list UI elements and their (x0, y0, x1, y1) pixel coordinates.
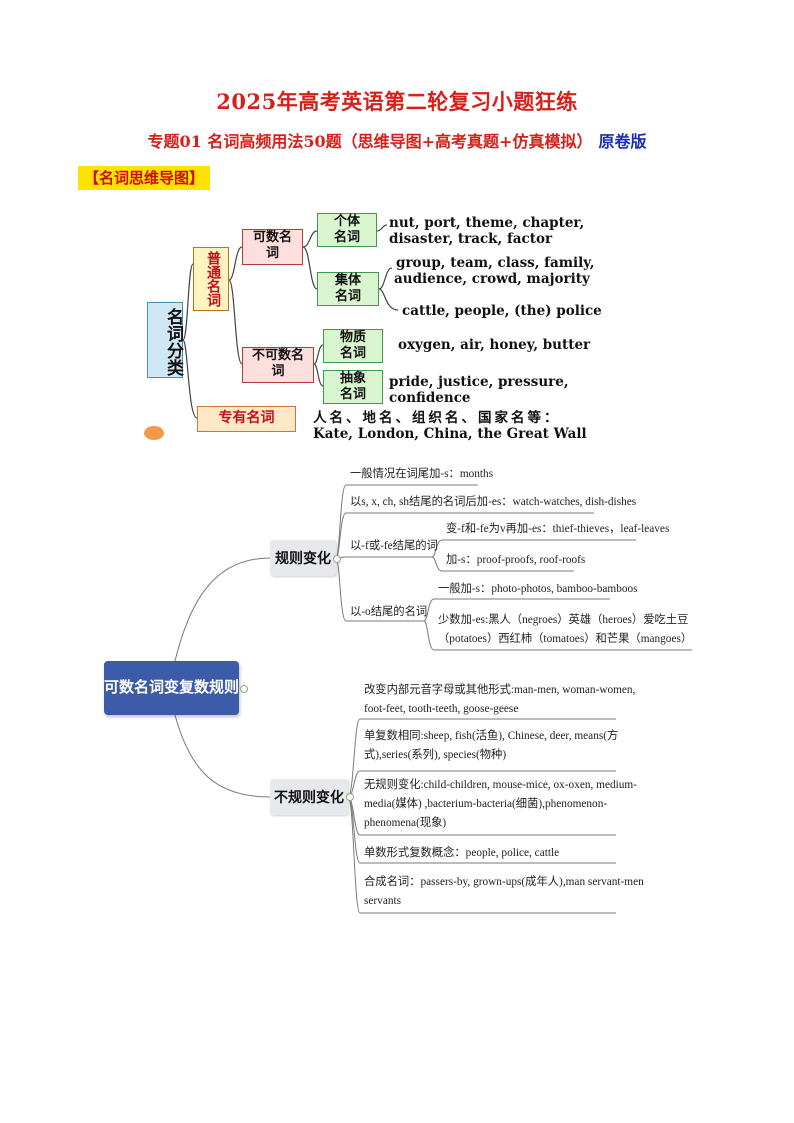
noun-map-connectors (182, 224, 399, 419)
rule-s-x-ch-sh: 以s, x, ch, sh结尾的名词后加-es：watch-watches, d… (350, 496, 637, 508)
abstract-examples-line-2: confidence (389, 390, 471, 406)
page-subtitle: 专题01 名词高频用法50题（思维导图+高考真题+仿真模拟） 原卷版 (0, 128, 794, 152)
rule-compound-line-2: servants (364, 895, 402, 907)
rule-same-form: 单复数相同:sheep, fish(活鱼), Chinese, deer, me… (364, 727, 618, 765)
individual-noun-node: 个体名词 (317, 213, 377, 247)
rule-irregular: 无规则变化:child-children, mouse-mice, ox-oxe… (364, 776, 637, 833)
page-title: 2025年高考英语第二轮复习小题狂练 (216, 89, 578, 114)
abstract-examples-line-1: pride, justice, pressure, (389, 374, 569, 390)
individual-examples-line-2: disaster, track, factor (389, 231, 553, 247)
rule-f-fe-s: 加-s：proof-proofs, roof-roofs (446, 554, 586, 566)
noun-map-root: 名词分类 (147, 302, 183, 378)
irregular-change-node: 不规则变化 (270, 779, 348, 815)
rule-same-form-line-1: 单复数相同:sheep, fish(活鱼), Chinese, deer, me… (364, 730, 619, 742)
proper-noun-node: 专有名词 (197, 406, 296, 432)
rule-o-es-line-1: 少数加-es:黑人（negroes）英雄（heroes）爱吃土豆 (438, 614, 689, 626)
root-expand-handle (240, 685, 248, 693)
rule-vowel-change: 改变内部元音字母或其他形式:man-men, woman-women, foot… (364, 681, 635, 719)
rule-f-fe: 以-f或-fe结尾的词 (350, 540, 438, 552)
rule-irregular-line-3: phenomena(现象) (364, 817, 447, 829)
rule-irregular-line-1: 无规则变化:child-children, mouse-mice, ox-oxe… (364, 779, 637, 791)
rule-vowel-change-line-1: 改变内部元音字母或其他形式:man-men, woman-women, (364, 684, 636, 696)
collective-examples-line-1: group, team, class, family, (396, 255, 595, 271)
rule-f-fe-ves: 变-f和-fe为v再加-es：thief-thieves，leaf-leaves (446, 523, 670, 535)
proper-examples-line-2: Kate, London, China, the Great Wall (313, 426, 587, 442)
regular-change-node: 规则变化 (270, 540, 336, 576)
individual-examples: nut, port, theme, chapter, disaster, tra… (389, 215, 584, 247)
individual-examples-line-1: nut, port, theme, chapter, (389, 215, 585, 231)
rule-vowel-change-line-2: foot-feet, tooth-teeth, goose-geese (364, 703, 519, 715)
countable-noun-node: 可数名词 (242, 229, 303, 265)
rule-plural-concept: 单数形式复数概念：people, police, cattle (364, 847, 560, 859)
abstract-noun-node: 抽象名词 (323, 370, 383, 404)
subtitle-tag: 原卷版 (598, 132, 647, 151)
rule-irregular-line-2: media(媒体) ,bacterium-bacteria(细菌),phenom… (364, 798, 608, 810)
irregular-expand-handle (346, 793, 354, 801)
plural-map-root: 可数名词变复数规则 (104, 661, 239, 715)
rule-o-es: 少数加-es:黑人（negroes）英雄（heroes）爱吃土豆 （potato… (438, 611, 692, 649)
rule-compound-line-1: 合成名词：passers-by, grown-ups(成年人),man serv… (364, 876, 644, 888)
regular-expand-handle (333, 555, 341, 563)
collective-examples-line-2: audience, crowd, majority (394, 271, 590, 287)
proper-examples-line-1: 人名、地名、组织名、国家名等： (313, 410, 561, 426)
section-tag: 【名词思维导图】 (78, 166, 211, 190)
proper-examples: 人名、地名、组织名、国家名等： Kate, London, China, the… (313, 410, 587, 442)
rule-same-form-line-2: 式),series(系列), species(物种) (364, 749, 507, 761)
material-noun-node: 物质名词 (323, 329, 383, 363)
common-noun-node: 普通名词 (193, 247, 229, 311)
collective-examples-1: group, team, class, family, audience, cr… (394, 255, 595, 287)
rule-compound: 合成名词：passers-by, grown-ups(成年人),man serv… (364, 873, 644, 911)
subtitle-main: 专题01 名词高频用法50题（思维导图+高考真题+仿真模拟） (147, 132, 593, 151)
abstract-examples: pride, justice, pressure, confidence (389, 374, 569, 406)
collective-noun-node: 集体名词 (317, 272, 379, 306)
rule-o: 以-o结尾的名词 (350, 606, 428, 618)
material-examples: oxygen, air, honey, butter (398, 337, 591, 353)
collective-examples-2: cattle, people, (the) police (402, 303, 602, 319)
uncountable-noun-node: 不可数名词 (242, 347, 314, 383)
rule-o-s: 一般加-s：photo-photos, bamboo-bamboos (438, 583, 638, 595)
rule-o-es-line-2: （potatoes）西红柿（tomatoes）和芒果（mangoes） (438, 633, 693, 645)
orange-dot-decoration (144, 426, 164, 440)
rule-general: 一般情况在词尾加-s：months (350, 468, 494, 480)
